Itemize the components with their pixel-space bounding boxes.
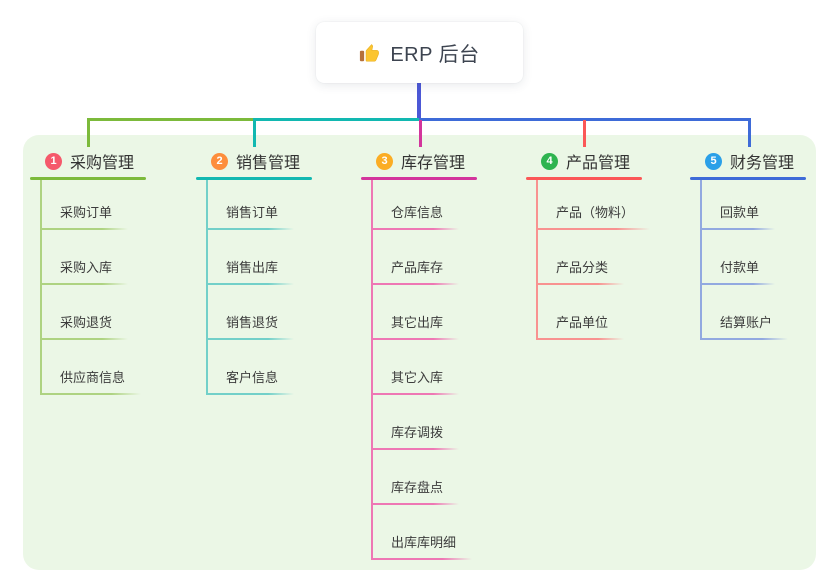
branch-node[interactable]: 2 销售管理 <box>196 148 346 174</box>
branch-title: 财务管理 <box>730 155 795 172</box>
branch-title: 采购管理 <box>70 155 135 172</box>
child-node[interactable]: 销售订单 <box>208 180 295 230</box>
branch-3: 3 库存管理 仓库信息产品库存其它出库其它入库库存调拨库存盘点出库库明细 <box>361 148 511 560</box>
child-label: 付款单 <box>720 260 760 275</box>
child-node[interactable]: 产品单位 <box>538 285 625 340</box>
child-label: 其它入库 <box>391 370 444 385</box>
connector-drop <box>419 120 422 147</box>
child-node[interactable]: 产品（物料） <box>538 180 651 230</box>
branch-node[interactable]: 4 产品管理 <box>526 148 676 174</box>
connector-horizontal-right <box>419 118 751 121</box>
branch-children: 回款单付款单结算账户 <box>700 180 789 340</box>
branch-underline <box>526 177 642 180</box>
child-node[interactable]: 采购订单 <box>42 180 129 230</box>
child-node[interactable]: 供应商信息 <box>42 340 142 395</box>
branch-title: 库存管理 <box>401 155 466 172</box>
child-node[interactable]: 库存调拨 <box>373 395 460 450</box>
child-label: 仓库信息 <box>391 205 444 220</box>
child-node[interactable]: 其它入库 <box>373 340 460 395</box>
thumbs-up-icon <box>359 42 381 64</box>
child-node[interactable]: 结算账户 <box>702 285 789 340</box>
child-node[interactable]: 库存盘点 <box>373 450 460 505</box>
child-label: 客户信息 <box>226 370 279 385</box>
child-label: 结算账户 <box>720 315 773 330</box>
child-label: 采购退货 <box>60 315 113 330</box>
connector-drop <box>583 120 586 147</box>
connector-drop <box>748 120 751 147</box>
child-label: 库存盘点 <box>391 480 444 495</box>
branch-node[interactable]: 1 采购管理 <box>30 148 180 174</box>
root-label: ERP 后台 <box>390 44 480 66</box>
branch-node[interactable]: 5 财务管理 <box>690 148 839 174</box>
child-label: 销售退货 <box>226 315 279 330</box>
child-label: 销售出库 <box>226 260 279 275</box>
branch-4: 4 产品管理 产品（物料） 产品分类产品单位 <box>526 148 676 340</box>
branch-children: 销售订单销售出库销售退货客户信息 <box>206 180 295 395</box>
child-node[interactable]: 采购退货 <box>42 285 129 340</box>
connector-horizontal-left <box>87 118 253 121</box>
branch-5: 5 财务管理 回款单付款单结算账户 <box>690 148 839 340</box>
connector-drop <box>87 120 90 147</box>
child-label: 产品单位 <box>556 315 609 330</box>
child-node[interactable]: 客户信息 <box>208 340 295 395</box>
child-node[interactable]: 回款单 <box>702 180 776 230</box>
branch-underline <box>361 177 477 180</box>
canvas-panel <box>23 135 816 570</box>
child-node[interactable]: 销售出库 <box>208 230 295 285</box>
branch-1: 1 采购管理 采购订单采购入库采购退货供应商信息 <box>30 148 180 395</box>
child-node[interactable]: 付款单 <box>702 230 776 285</box>
branch-underline <box>690 177 806 180</box>
child-node[interactable]: 销售退货 <box>208 285 295 340</box>
child-label: 产品库存 <box>391 260 444 275</box>
branch-number-badge: 5 <box>705 152 722 170</box>
child-label: 产品（物料） <box>556 205 635 220</box>
child-label: 库存调拨 <box>391 425 444 440</box>
child-node[interactable]: 仓库信息 <box>373 180 460 230</box>
child-label: 采购订单 <box>60 205 113 220</box>
branch-number-badge: 3 <box>376 152 393 170</box>
branch-children: 采购订单采购入库采购退货供应商信息 <box>40 180 142 395</box>
branch-2: 2 销售管理 销售订单销售出库销售退货客户信息 <box>196 148 346 395</box>
child-node[interactable]: 出库库明细 <box>373 505 473 560</box>
branch-underline <box>196 177 312 180</box>
child-label: 供应商信息 <box>60 370 126 385</box>
branch-children: 产品（物料） 产品分类产品单位 <box>536 180 651 340</box>
branch-node[interactable]: 3 库存管理 <box>361 148 511 174</box>
branch-title: 销售管理 <box>236 155 301 172</box>
branch-title: 产品管理 <box>566 155 631 172</box>
connector-horizontal-middle <box>253 118 419 121</box>
child-label: 采购入库 <box>60 260 113 275</box>
branch-number-badge: 4 <box>541 152 558 170</box>
child-label: 销售订单 <box>226 205 279 220</box>
branch-children: 仓库信息产品库存其它出库其它入库库存调拨库存盘点出库库明细 <box>371 180 473 560</box>
child-node[interactable]: 采购入库 <box>42 230 129 285</box>
child-label: 回款单 <box>720 205 760 220</box>
connector-drop <box>253 120 256 147</box>
branch-underline <box>30 177 146 180</box>
branch-number-badge: 1 <box>45 152 62 170</box>
child-node[interactable]: 产品分类 <box>538 230 625 285</box>
root-node[interactable]: ERP 后台 <box>316 22 523 83</box>
child-label: 产品分类 <box>556 260 609 275</box>
child-label: 其它出库 <box>391 315 444 330</box>
child-node[interactable]: 其它出库 <box>373 285 460 340</box>
child-label: 出库库明细 <box>391 535 457 550</box>
child-node[interactable]: 产品库存 <box>373 230 460 285</box>
root-stem-connector <box>417 82 421 121</box>
branch-number-badge: 2 <box>211 152 228 170</box>
